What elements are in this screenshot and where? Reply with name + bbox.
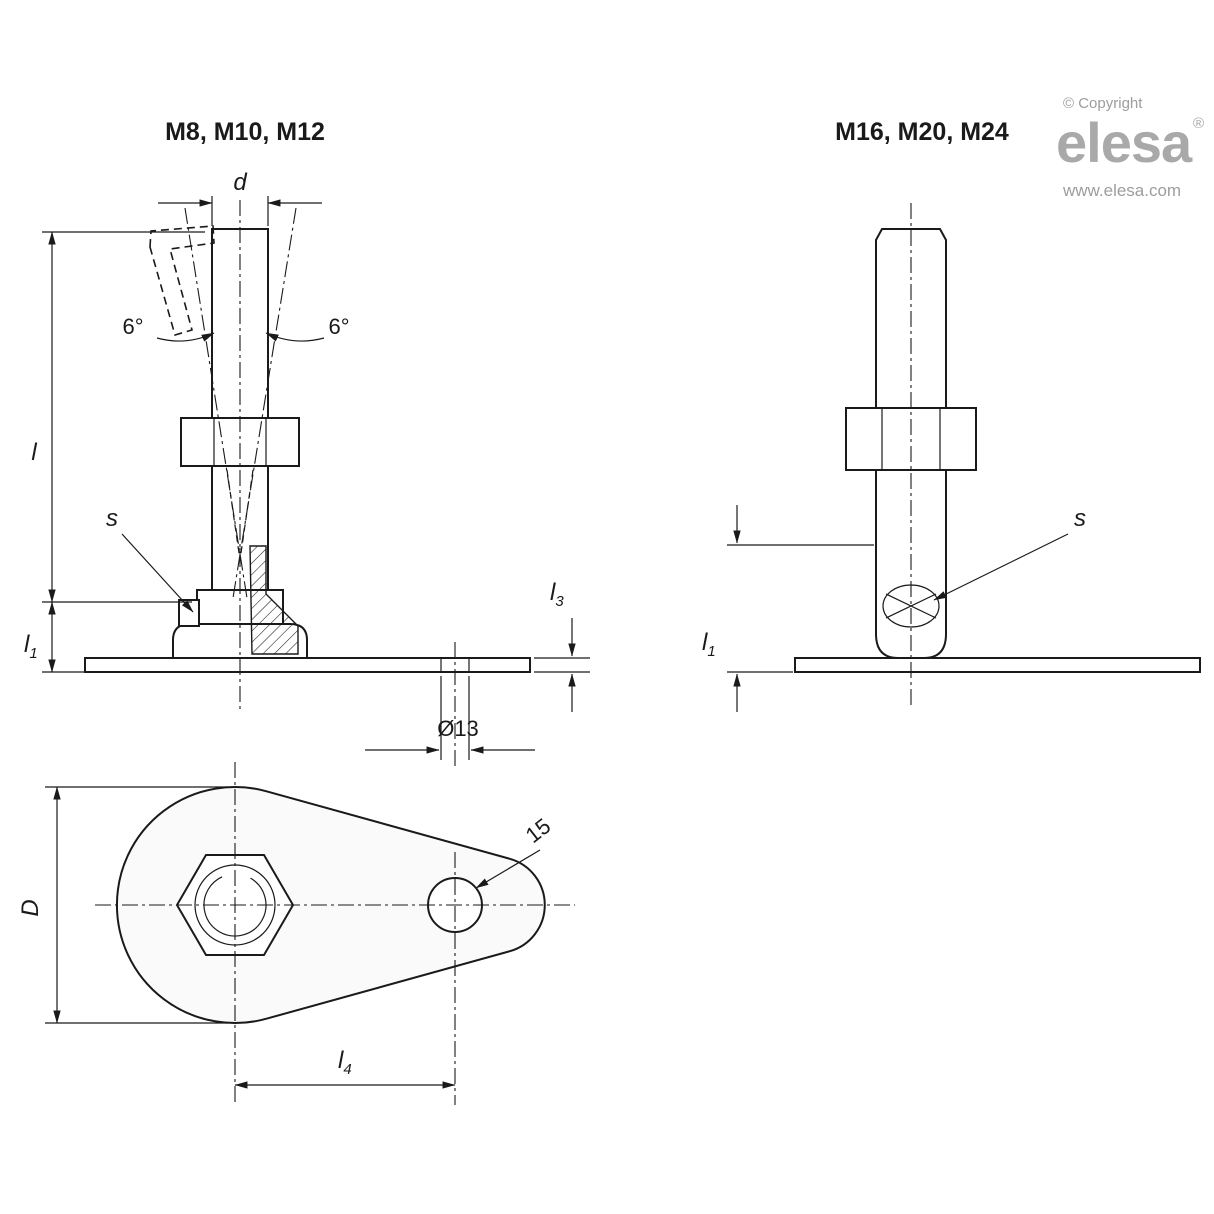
registered-mark-icon: ® bbox=[1193, 115, 1204, 132]
angle-label-left: 6° bbox=[122, 314, 143, 339]
elesa-logo: © Copyright elesa ® www.elesa.com bbox=[1056, 95, 1204, 200]
dim-label-l1: l1 bbox=[24, 631, 38, 662]
angle-arc-left bbox=[156, 332, 215, 342]
dim-label-d: d bbox=[233, 169, 247, 196]
base-plate-bottom bbox=[116, 786, 546, 1024]
angle-arc-right bbox=[265, 332, 325, 342]
dim-label-l4: l4 bbox=[338, 1047, 352, 1078]
dim-label-15: 15 bbox=[521, 813, 556, 848]
view-title-large-sizes: M16, M20, M24 bbox=[835, 118, 1009, 146]
bottom-view: D 15 l4 bbox=[17, 762, 575, 1105]
dim-label-l3: l3 bbox=[550, 579, 564, 610]
base-plate-side bbox=[794, 657, 1201, 673]
tilt-centerline-left bbox=[184, 207, 248, 599]
wrench-flat-tab bbox=[178, 599, 200, 627]
base-plate-side bbox=[84, 657, 531, 673]
hidden-line bbox=[226, 469, 241, 561]
dim-label-s: s bbox=[1074, 505, 1086, 532]
leader-s bbox=[121, 533, 194, 613]
leader-s bbox=[933, 533, 1069, 601]
section-hatch bbox=[249, 545, 299, 655]
leader-15 bbox=[475, 849, 541, 889]
dim-label-dia13: Ø13 bbox=[437, 716, 479, 741]
tilt-centerline-right bbox=[232, 207, 297, 599]
view-title-small-sizes: M8, M10, M12 bbox=[165, 118, 325, 146]
copyright-text: © Copyright bbox=[1063, 95, 1143, 112]
dim-label-D: D bbox=[17, 899, 44, 916]
dim-label-s: s bbox=[106, 505, 118, 532]
socket-cross-line bbox=[885, 593, 937, 619]
front-view-small-sizes: M8, M10, M12 d bbox=[24, 118, 590, 770]
hex-key-outline bbox=[149, 225, 215, 336]
dim-label-l: l bbox=[31, 439, 37, 466]
angle-label-right: 6° bbox=[328, 314, 349, 339]
website-link: www.elesa.com bbox=[1062, 181, 1181, 200]
elesa-wordmark: elesa bbox=[1056, 111, 1193, 174]
dim-label-l1: l1 bbox=[702, 629, 716, 660]
front-view-large-sizes: M16, M20, M24 s l1 bbox=[702, 118, 1201, 712]
hidden-line bbox=[239, 469, 254, 561]
stud-end-thread-arc bbox=[203, 873, 267, 937]
